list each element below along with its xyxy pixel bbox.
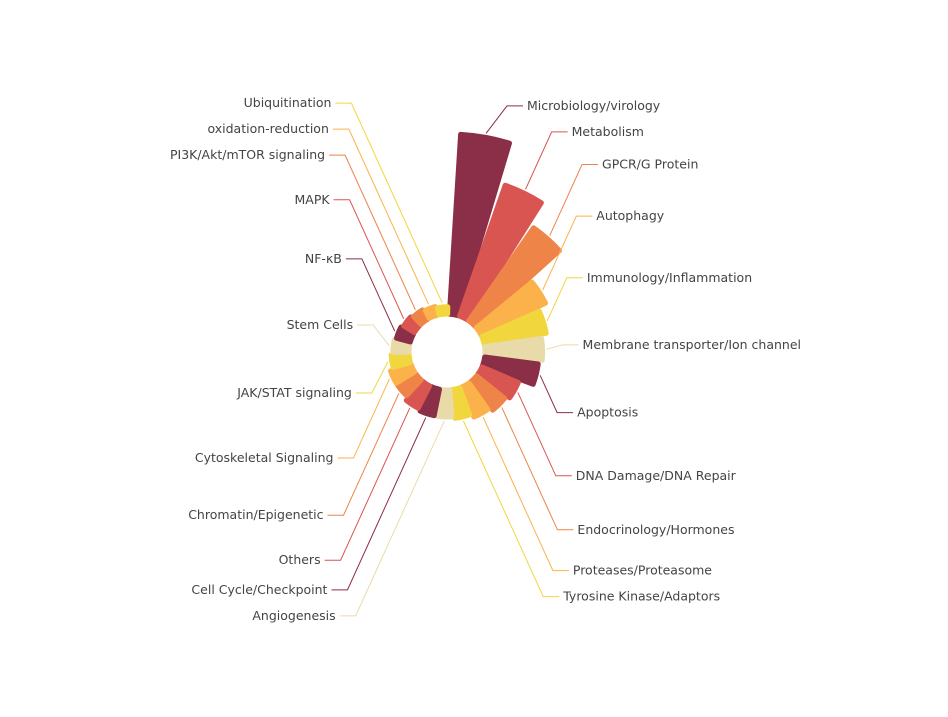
- sector-gpcr-g-protein[interactable]: [466, 225, 562, 330]
- sector-apoptosis[interactable]: [480, 354, 541, 387]
- label-stem-cells: Stem Cells: [287, 317, 354, 332]
- sector-dna-damage-dna-repair[interactable]: [475, 364, 521, 401]
- label-apoptosis: Apoptosis: [577, 405, 638, 420]
- leader-line-dna-damage-dna-repair: [517, 392, 572, 477]
- leader-line-jak-stat-signaling: [355, 361, 389, 394]
- label-cell-cycle-checkpoint: Cell Cycle/Checkpoint: [191, 582, 327, 597]
- label-nf-b: NF-κB: [305, 251, 342, 266]
- sector-jak-stat-signaling[interactable]: [388, 351, 413, 370]
- label-proteases-proteasome: Proteases/Proteasome: [573, 563, 712, 578]
- sector-membrane-transporter-ion-channel[interactable]: [482, 335, 546, 363]
- leader-line-others: [324, 407, 411, 561]
- leader-line-angiogenesis: [339, 420, 445, 617]
- leader-line-microbiology-virology: [485, 105, 523, 134]
- sector-oxidation-reduction[interactable]: [422, 304, 440, 321]
- label-others: Others: [279, 552, 321, 567]
- leader-line-ubiquitination: [335, 102, 443, 304]
- leader-line-chromatin-epigenetic: [327, 393, 400, 516]
- label-chromatin-epigenetic: Chromatin/Epigenetic: [188, 507, 323, 522]
- leader-line-oxidation-reduction: [332, 128, 430, 305]
- label-tyrosine-kinase-adaptors: Tyrosine Kinase/Adaptors: [562, 589, 720, 604]
- sector-angiogenesis[interactable]: [434, 387, 455, 420]
- label-angiogenesis: Angiogenesis: [252, 608, 335, 623]
- sector-metabolism[interactable]: [457, 182, 544, 323]
- leader-line-pi3k-akt-mtor-signaling: [329, 154, 416, 310]
- sector-autophagy[interactable]: [473, 279, 549, 338]
- sector-microbiology-virology[interactable]: [446, 131, 512, 319]
- label-endocrinology-hormones: Endocrinology/Hormones: [577, 522, 734, 537]
- leader-line-nf-b: [345, 258, 396, 332]
- sector-endocrinology-hormones[interactable]: [467, 373, 508, 413]
- sectors-group: [388, 131, 562, 421]
- leader-line-proteases-proteasome: [482, 416, 569, 572]
- label-gpcr-g-protein: GPCR/G Protein: [602, 157, 698, 172]
- label-metabolism: Metabolism: [572, 124, 644, 139]
- leader-line-membrane-transporter-ion-channel: [546, 344, 579, 350]
- label-immunology-inflammation: Immunology/Inflammation: [587, 270, 752, 285]
- leader-line-mapk: [333, 199, 405, 319]
- leader-line-cell-cycle-checkpoint: [331, 417, 427, 591]
- leader-line-cytoskeletal-signaling: [337, 378, 390, 459]
- sector-immunology-inflammation[interactable]: [479, 308, 549, 348]
- leader-line-apoptosis: [539, 375, 574, 414]
- label-membrane-transporter-ion-channel: Membrane transporter/Ion channel: [583, 337, 801, 352]
- label-dna-damage-dna-repair: DNA Damage/DNA Repair: [576, 468, 737, 483]
- sector-mapk[interactable]: [401, 314, 423, 335]
- label-ubiquitination: Ubiquitination: [244, 95, 332, 110]
- label-jak-stat-signaling: JAK/STAT signaling: [236, 385, 352, 400]
- sector-ubiquitination[interactable]: [435, 304, 451, 318]
- sector-nf-b[interactable]: [393, 324, 417, 345]
- leader-line-endocrinology-hormones: [501, 407, 574, 531]
- label-oxidation-reduction: oxidation-reduction: [207, 121, 328, 136]
- sector-cell-cycle-checkpoint[interactable]: [417, 384, 442, 419]
- label-mapk: MAPK: [295, 192, 331, 207]
- sector-cytoskeletal-signaling[interactable]: [388, 361, 418, 386]
- leader-line-stem-cells: [357, 324, 390, 347]
- sector-others[interactable]: [403, 378, 433, 411]
- sector-proteases-proteasome[interactable]: [459, 380, 491, 420]
- leader-line-tyrosine-kinase-adaptors: [462, 420, 560, 598]
- leader-line-autophagy: [542, 215, 593, 291]
- leader-line-metabolism: [525, 131, 568, 190]
- sector-tyrosine-kinase-adaptors[interactable]: [449, 385, 473, 421]
- leader-line-immunology-inflammation: [546, 277, 583, 322]
- label-microbiology-virology: Microbiology/virology: [527, 98, 661, 113]
- label-autophagy: Autophagy: [596, 208, 664, 223]
- leader-line-gpcr-g-protein: [549, 164, 599, 236]
- leader-lines-group: [324, 102, 599, 617]
- sector-chromatin-epigenetic[interactable]: [395, 370, 424, 399]
- label-pi3k-akt-mtor-signaling: PI3K/Akt/mTOR signaling: [170, 147, 325, 162]
- label-cytoskeletal-signaling: Cytoskeletal Signaling: [195, 450, 334, 465]
